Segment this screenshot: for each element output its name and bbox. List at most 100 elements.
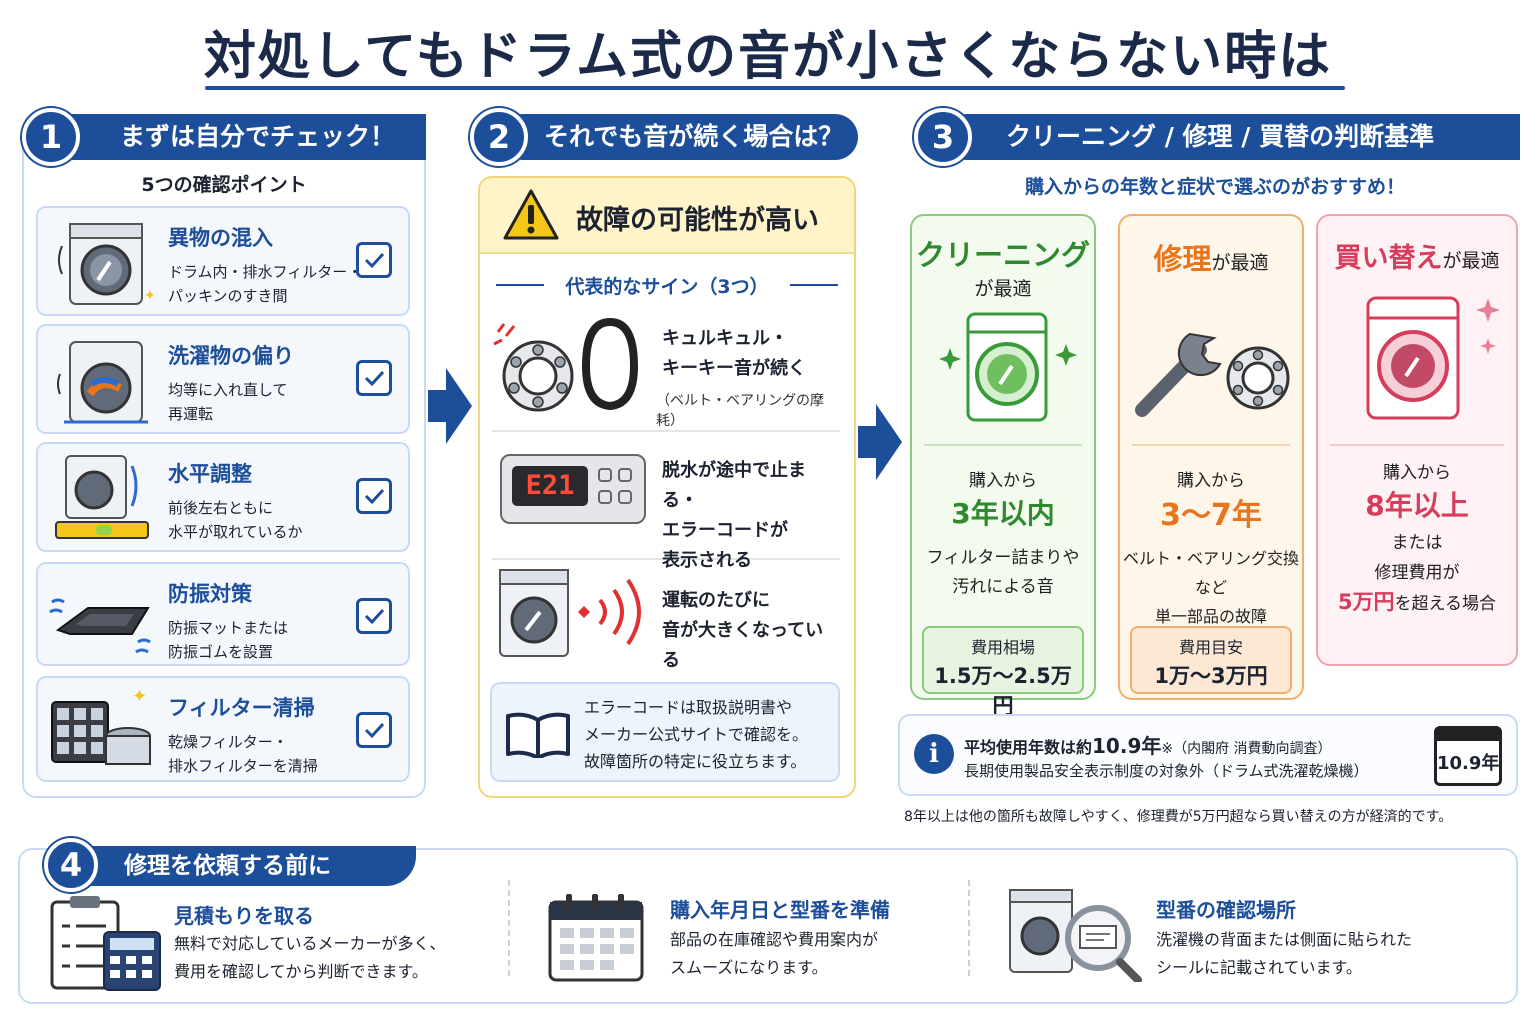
tip-title: 購入年月日と型番を準備 (670, 898, 890, 922)
new-washer-icon (1366, 296, 1500, 420)
section-4-header: 修理を依頼する前に (66, 846, 416, 886)
option-reason: ベルト・ベアリング交換など 単一部品の故障 (1122, 549, 1299, 626)
divider (508, 880, 510, 976)
check-item-title: 洗濯物の偏り (168, 344, 294, 368)
option-cost-box: 費用相場 1.5万～2.5万円 (922, 626, 1084, 718)
option-years: 3～7年 (1160, 498, 1262, 533)
option-from: 購入から (1177, 471, 1245, 491)
filter-icon: ✦ (51, 686, 151, 765)
sign-text: 脱水が途中で止まる・ エラーコードが 表示される (662, 460, 806, 571)
option-suffix: が最適 (1211, 252, 1269, 274)
washer-icon (57, 341, 148, 424)
panel-button (618, 468, 632, 482)
option-title: クリーニング (915, 238, 1090, 272)
error-code-display: E21 (512, 466, 588, 506)
panel-button (598, 468, 612, 482)
sign-error-code: E21 脱水が途中で止まる・ エラーコードが 表示される (492, 432, 840, 571)
signs-rule-left (496, 284, 544, 286)
tip-estimate: 見積もりを取る 無料で対応しているメーカーが多く、 費用を確認してから判断できま… (36, 890, 496, 1000)
check-item-title: 防振対策 (168, 582, 252, 606)
divider (1330, 444, 1504, 446)
check-item-desc: 防振マットまたは 防振ゴムを設置 (168, 619, 289, 661)
washer-sparkle-icon (939, 312, 1077, 422)
page-title: 対処してもドラム式の音が小さくならない時は (203, 27, 1333, 87)
tip-desc: 洗濯機の背面または側面に貼られた シールに記載されています。 (1156, 930, 1413, 977)
info-line1: 平均使用年数は約10.9年※（内閣府 消費動向調査） (964, 730, 1332, 759)
option-from: 購入から (969, 471, 1037, 491)
option-heading: 買い替えが最適 (1318, 236, 1516, 275)
tip-model-location: 型番の確認場所 洗濯機の背面または側面に貼られた シールに記載されています。 (1000, 886, 1500, 996)
check-item-title: 水平調整 (168, 462, 252, 486)
section-4-title: 修理を依頼する前に (124, 853, 331, 879)
svg-text:✦: ✦ (144, 288, 156, 304)
sign-text: キュルキュル・ キーキー音が続く (662, 328, 806, 379)
check-item-title: フィルター清掃 (168, 696, 315, 720)
section-2-header: それでも音が続く場合は？ (500, 114, 858, 160)
info-line2: 長期使用製品安全表示制度の対象外（ドラム式洗濯乾燥機） (964, 762, 1369, 780)
cost-label: 費用目安 (1178, 638, 1243, 657)
calendar-top (1437, 729, 1499, 741)
washer-noise-icon (499, 569, 641, 657)
section-3-title: クリーニング / 修理 / 買替の判断基準 (1006, 122, 1435, 151)
check-item-desc: ドラム内・排水フィルター・ パッキンのすき間 (168, 263, 363, 305)
option-from: 購入から (1383, 463, 1451, 483)
check-item-desc: 均等に入れ直して 再運転 (168, 381, 288, 423)
check-icon (364, 608, 385, 625)
error-code-note: エラーコードは取扱説明書や メーカー公式サイトで確認を。 故障箇所の特定に役立ち… (490, 682, 840, 782)
checkbox[interactable] (356, 360, 392, 396)
signs-title: 代表的なサイン（3つ） (565, 276, 769, 298)
option-title: 買い替え (1334, 243, 1443, 274)
average-life-info: i 平均使用年数は約10.9年※（内閣府 消費動向調査） 長期使用製品安全表示制… (898, 714, 1518, 796)
washer-icon: ✦ (58, 223, 156, 305)
arrow-right-icon (428, 368, 472, 444)
footnote: 8年以上は他の箇所も故障しやすく、修理費が5万円超なら買い替えの方が経済的です。 (904, 809, 1453, 825)
svg-text:✦: ✦ (132, 686, 147, 707)
check-item-balance: 洗濯物の偏り 均等に入れ直して 再運転 (36, 324, 410, 434)
option-cost-threshold: 5万円 (1337, 590, 1395, 614)
tip-title: 見積もりを取る (174, 904, 314, 928)
tip-title: 型番の確認場所 (1156, 898, 1296, 922)
tip-prepare-info: 購入年月日と型番を準備 部品の在庫確認や費用案内が スムーズになります。 (540, 890, 960, 1000)
title-underline (205, 86, 1345, 90)
option-repair: 修理が最適 購入から 3～7年 ベルト・ベアリング交換など 単一部品の故障 費用… (1118, 214, 1304, 700)
option-reason: 修理費用が (1374, 563, 1460, 583)
level-icon (55, 455, 149, 539)
cost-value: 1.5万～2.5万円 (934, 664, 1072, 718)
info-source: ※（内閣府 消費動向調査） (1161, 741, 1332, 757)
tip-desc: 部品の在庫確認や費用案内が スムーズになります。 (670, 930, 879, 977)
section-1-title: まずは自分でチェック！ (120, 122, 396, 151)
check-item-desc: 前後左右ともに 水平が取れているか (168, 499, 303, 541)
checkbox[interactable] (356, 598, 392, 634)
sign-belt-bearing: キュルキュル・ キーキー音が続く （ベルト・ベアリングの摩耗） (492, 302, 840, 432)
checkbox[interactable] (356, 242, 392, 278)
check-item-desc: 乾燥フィルター・ 排水フィルターを清掃 (168, 733, 318, 775)
section-1-number: 1 (22, 108, 80, 166)
divider (968, 880, 970, 976)
checkbox[interactable] (356, 478, 392, 514)
checkbox[interactable] (356, 712, 392, 748)
check-icon (364, 252, 385, 269)
section-3-number: 3 (914, 108, 972, 166)
section-2-number: 2 (470, 108, 528, 166)
option-cost-box: 費用目安 1万～3万円 (1130, 626, 1292, 694)
sign-louder-noise: 運転のたびに 音が大きくなっている (492, 560, 840, 671)
section-4-number: 4 (44, 838, 98, 892)
washer-magnifier-icon (1009, 889, 1142, 982)
option-title: 修理 (1153, 242, 1212, 276)
info-years: 10.9年 (1092, 734, 1162, 758)
sign-subtext: （ベルト・ベアリングの摩耗） (656, 393, 824, 429)
option-reason-line2: 5万円を超える場合 (1318, 586, 1516, 616)
cost-value: 1万～3万円 (1154, 664, 1268, 688)
check-icon (364, 488, 385, 505)
option-suffix: が最適 (974, 278, 1032, 300)
divider (1132, 444, 1290, 446)
arrow-right-icon (858, 404, 902, 480)
section-1-subtitle: 5つの確認ポイント (141, 174, 307, 196)
option-cleaning: クリーニング が最適 購入から 3年以内 フィルター詰まりや 汚れによる音 費用… (910, 214, 1096, 718)
bearing-belt-icon (493, 317, 639, 412)
note-text: エラーコードは取扱説明書や メーカー公式サイトで確認を。 故障箇所の特定に役立ち… (584, 698, 809, 771)
calendar-badge: 10.9年 (1434, 726, 1502, 786)
option-suffix: が最適 (1442, 250, 1500, 272)
check-item-title: 異物の混入 (168, 226, 273, 250)
check-item-foreign: ✦ 異物の混入 ドラム内・排水フィルター・ パッキンのすき間 (36, 206, 410, 316)
